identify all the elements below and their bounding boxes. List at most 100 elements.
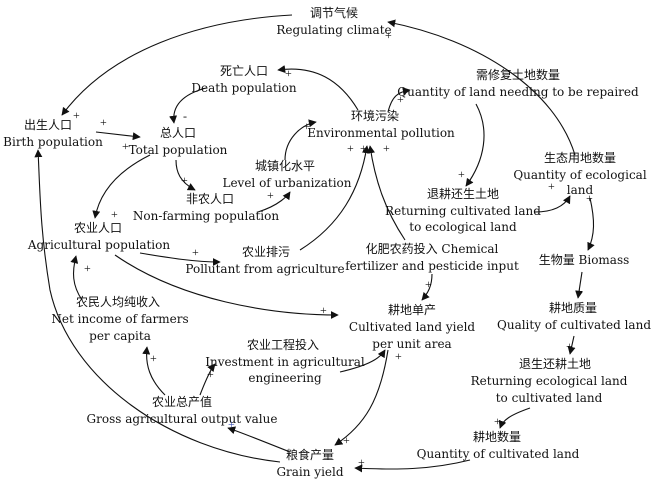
regulating-climate-zh: 调节气候: [310, 5, 358, 20]
polarity-mark: +: [84, 261, 91, 275]
chemical-input-line-2: fertilizer and pesticide input: [345, 259, 519, 273]
polarity-mark: +: [343, 433, 350, 447]
polarity-mark: +: [548, 179, 555, 193]
link-investment-to-yield: [339, 349, 386, 373]
link-net-income-to-agricultural: [70, 255, 83, 301]
node-returning-to-ecological: 退耕还生土地 Returning cultivated land to ecol…: [385, 186, 541, 234]
polarity-mark: +: [111, 207, 118, 221]
land-to-repair-zh: 需修复土地数量: [476, 67, 560, 82]
biomass-en: Biomass: [579, 253, 630, 267]
grain-yield-en: Grain yield: [276, 465, 343, 479]
node-agricultural-population: 农业人口 Agricultural population: [27, 221, 170, 252]
link-returning-to-ecological: [534, 195, 571, 213]
yield-per-area-zh: 耕地单产: [388, 302, 436, 317]
link-chemical-to-yield: [421, 273, 433, 301]
net-income-en-1: Net income of farmers: [51, 312, 188, 326]
returning-to-cultivated-en-1: Returning ecological land: [471, 374, 628, 388]
returning-to-ecological-en-2: to ecological land: [409, 220, 517, 234]
node-chemical-input: 化肥农药投入 Chemical fertilizer and pesticide…: [345, 241, 519, 273]
link-urbanization-to-pollution: [284, 119, 317, 161]
link-grain-to-birth: [34, 149, 281, 463]
gross-output-zh: 农业总产值: [152, 394, 212, 409]
polarity-mark: +: [122, 139, 129, 153]
polarity-mark: +: [576, 284, 583, 298]
link-pollutant-to-pollution: [299, 145, 370, 251]
polarity-mark: +: [566, 339, 573, 353]
link-ecological-to-climate: [387, 19, 576, 156]
link-ecological-to-biomass: [587, 197, 595, 251]
birth-population-zh: 出生人口: [24, 118, 72, 132]
environmental-pollution-zh: 环境污染: [351, 108, 399, 123]
polarity-mark: +: [207, 367, 214, 381]
polarity-mark: +: [228, 417, 235, 431]
node-birth-population: 出生人口 Birth population: [3, 118, 103, 149]
node-total-population: 总人口 Total population: [129, 126, 228, 157]
polarity-mark: +: [73, 108, 80, 122]
node-pollutant-agriculture: 农业排污 Pollutant from agriculture: [185, 245, 344, 276]
polarity-mark: +: [360, 141, 367, 155]
node-regulating-climate: 调节气候 Regulating climate: [276, 5, 391, 37]
link-quality-to-returning-cultivated: [567, 335, 576, 355]
environmental-pollution-en: Environmental pollution: [307, 126, 455, 140]
polarity-mark: +: [397, 92, 404, 106]
total-population-en: Total population: [129, 143, 228, 157]
chemical-input-line-1: 化肥农药投入 Chemical: [366, 241, 499, 256]
link-biomass-to-quality: [575, 271, 584, 299]
link-agricultural-to-pollutant: [139, 252, 221, 266]
polarity-mark: +: [458, 167, 465, 181]
link-death-to-total: [169, 87, 207, 124]
polarity-mark: -: [183, 109, 187, 123]
link-quantity-to-grain: [354, 459, 471, 473]
agricultural-population-zh: 农业人口: [74, 221, 122, 235]
node-investment-engineering: 农业工程投入 Investment in agricultural engine…: [205, 337, 365, 385]
agricultural-population-en: Agricultural population: [27, 238, 170, 252]
yield-per-area-en-2: per unit area: [372, 337, 451, 351]
link-yield-to-grain: [334, 349, 389, 446]
node-biomass: 生物量 Biomass: [539, 253, 630, 267]
node-non-farming-population: 非农人口 Non-farming population: [133, 192, 279, 223]
returning-to-ecological-zh: 退耕还生土地: [427, 186, 499, 201]
gross-output-en: Gross agricultural output value: [87, 412, 278, 426]
quantity-cultivated-zh: 耕地数量: [473, 429, 521, 444]
biomass-zh: 生物量: [539, 253, 575, 267]
polarity-mark: +: [267, 188, 274, 202]
birth-population-en: Birth population: [3, 135, 103, 149]
non-farming-population-zh: 非农人口: [186, 192, 234, 206]
quality-cultivated-en: Quality of cultivated land: [497, 318, 651, 332]
node-yield-per-area: 耕地单产 Cultivated land yield per unit area: [349, 302, 476, 351]
polarity-mark: +: [395, 349, 402, 363]
returning-to-cultivated-zh: 退生还耕土地: [519, 356, 591, 371]
polarity-mark: +: [100, 115, 107, 129]
node-net-income: 农民人均纯收入 Net income of farmers per capita: [51, 295, 188, 343]
returning-to-cultivated-en-2: to cultivated land: [496, 391, 603, 405]
quantity-cultivated-en: Quantity of cultivated land: [417, 447, 580, 461]
link-climate-to-birth: [61, 14, 293, 116]
ecological-land-zh: 生态用地数量: [544, 150, 616, 165]
quality-cultivated-zh: 耕地质量: [549, 300, 597, 315]
land-to-repair-en: Quantity of land needing to be repaired: [397, 85, 639, 99]
causal-links: [34, 14, 595, 473]
ecological-land-en-1: Quantity of ecological: [513, 168, 647, 182]
node-quantity-cultivated: 耕地数量 Quantity of cultivated land: [417, 429, 580, 461]
link-non-farming-to-urbanization: [257, 191, 291, 213]
polarity-mark: +: [303, 119, 310, 133]
polarity-mark: +: [150, 351, 157, 365]
polarity-mark: +: [385, 28, 392, 42]
polarity-mark: +: [181, 173, 188, 187]
pollutant-agriculture-zh: 农业排污: [242, 245, 290, 259]
pollutant-agriculture-en: Pollutant from agriculture: [185, 262, 344, 276]
node-returning-to-cultivated: 退生还耕土地 Returning ecological land to cult…: [471, 356, 628, 405]
grain-yield-zh: 粮食产量: [286, 447, 334, 462]
biomass-label: 生物量 Biomass: [539, 253, 630, 267]
urbanization-en: Level of urbanization: [222, 176, 351, 190]
link-chemical-to-pollution: [367, 145, 406, 241]
node-quality-cultivated: 耕地质量 Quality of cultivated land: [497, 300, 651, 332]
node-grain-yield: 粮食产量 Grain yield: [276, 447, 343, 479]
node-ecological-land: 生态用地数量 Quantity of ecological land: [513, 150, 647, 197]
total-population-zh: 总人口: [160, 126, 196, 140]
link-land-repair-to-returning: [465, 103, 485, 187]
link-birth-to-total: [95, 131, 141, 141]
node-urbanization: 城镇化水平 Level of urbanization: [222, 159, 351, 190]
regulating-climate-en: Regulating climate: [276, 23, 391, 37]
